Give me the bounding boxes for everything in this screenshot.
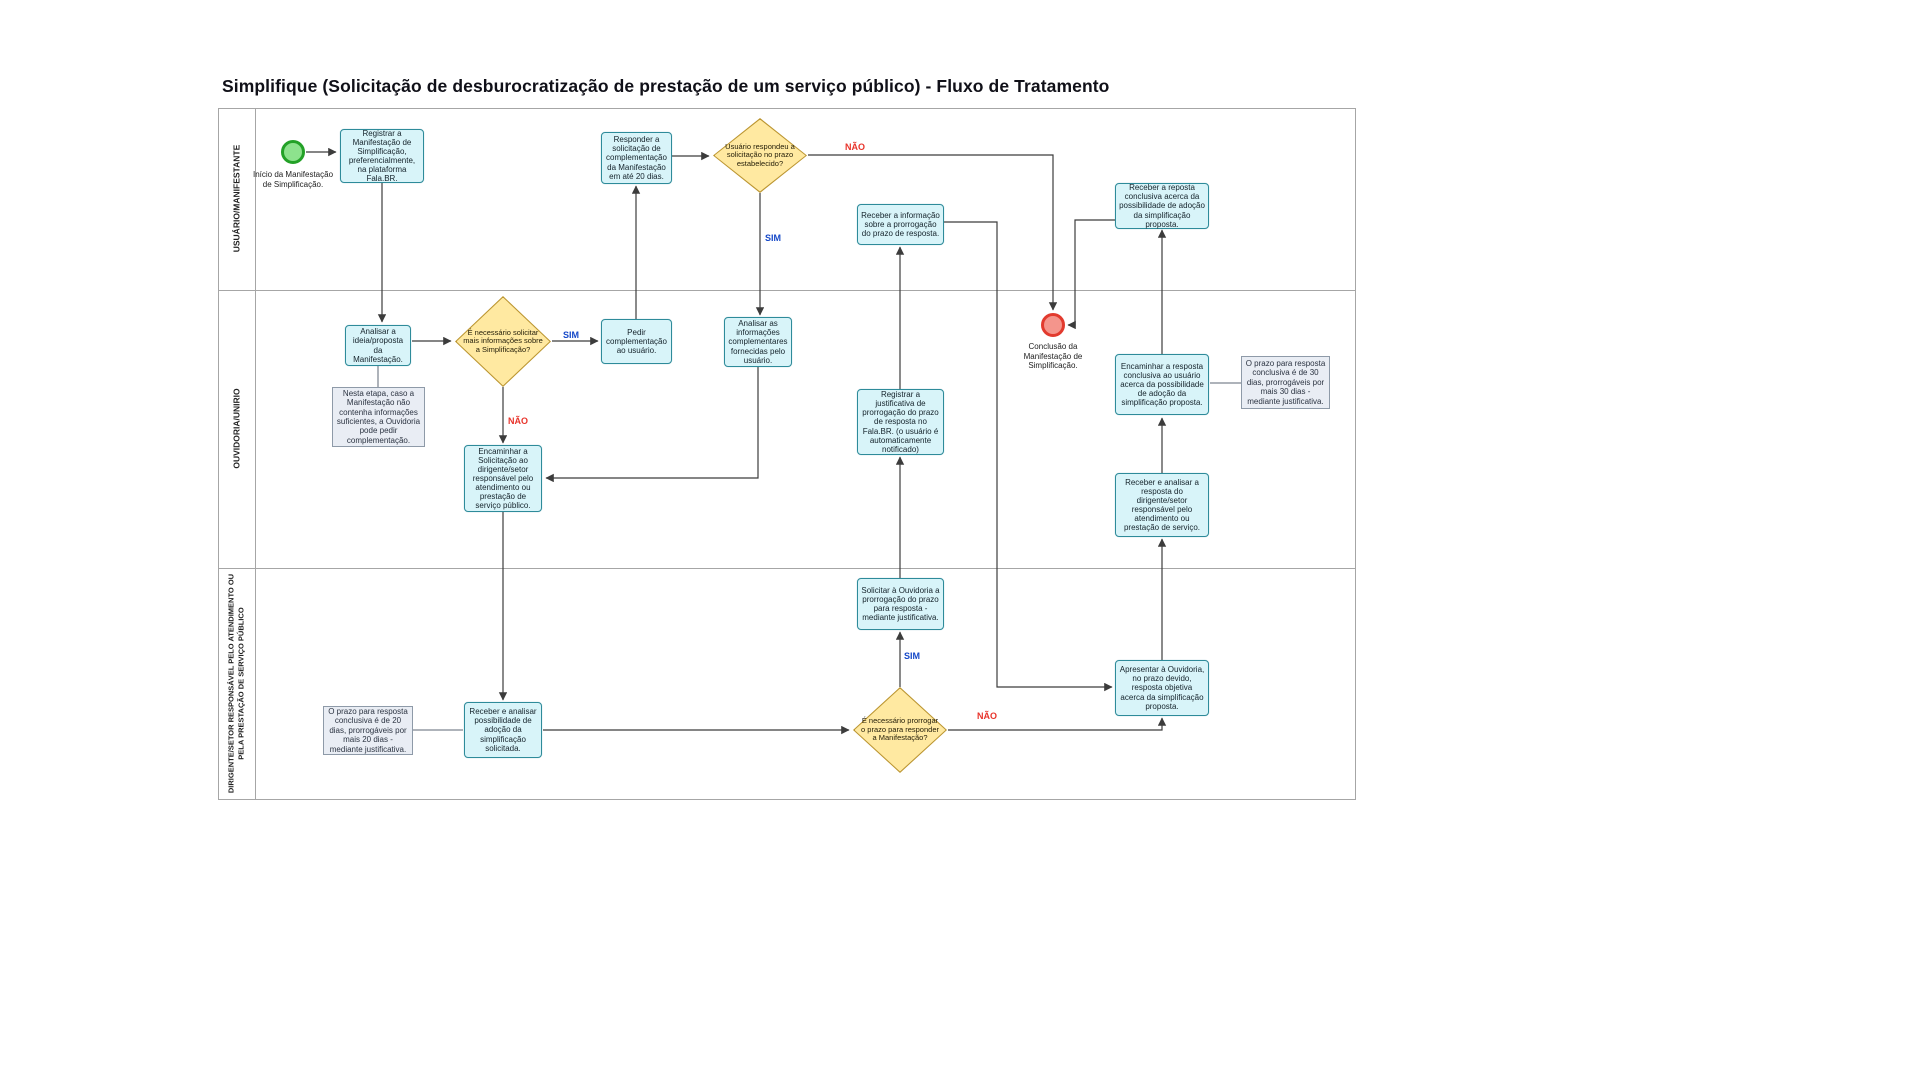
gateway-necessario-solicitar: É necessário solicitar mais informações … <box>455 296 551 387</box>
edge-analisar-compl-to-encaminhar <box>545 367 759 483</box>
edge-label-nao-solicitar: NÃO <box>508 416 528 426</box>
task-receber-reposta-conclusiva: Receber a reposta conclusiva acerca da p… <box>1115 183 1209 229</box>
task-pedir-complementacao: Pedir complementação ao usuário. <box>601 319 672 364</box>
lane-header-column <box>219 109 256 799</box>
diagram-title: Simplifique (Solicitação de desburocrati… <box>222 76 1110 96</box>
gateway-necessario-solicitar-label: É necessário solicitar mais informações … <box>463 327 543 354</box>
edge-label-sim-prorrogar: SIM <box>904 651 921 661</box>
note-nesta-etapa: Nesta etapa, caso a Manifestação não con… <box>332 387 425 447</box>
edge-gw-respondeu-nao-to-end <box>808 154 1058 311</box>
start-event-label: Início da Manifestação de Simplificação. <box>252 170 334 189</box>
task-responder-solicitacao: Responder a solicitação de complementaçã… <box>601 132 672 184</box>
edge-receber-reposta-to-end <box>1067 219 1115 330</box>
task-receber-analisar-possibilidade: Receber e analisar possibilidade de adoç… <box>464 702 542 758</box>
task-apresentar-ouvidoria: Apresentar à Ouvidoria, no prazo devido,… <box>1115 660 1209 716</box>
edge-gw-prorrogar-nao-to-apresentar <box>948 717 1167 731</box>
task-receber-informacao-prorrogacao: Receber a informação sobre a prorrogação… <box>857 204 944 245</box>
gateway-usuario-respondeu: Usuário respondeu a solicitação no prazo… <box>713 118 807 193</box>
task-analisar-informacoes: Analisar as informações complementares f… <box>724 317 792 367</box>
start-event <box>281 140 305 164</box>
edge-receber-info-to-apresentar <box>944 221 1113 692</box>
task-receber-analisar-resposta: Receber e analisar a resposta do dirigen… <box>1115 473 1209 537</box>
gateway-usuario-respondeu-label: Usuário respondeu a solicitação no prazo… <box>725 141 795 168</box>
gateway-necessario-prorrogar: É necessário prorrogar o prazo para resp… <box>853 687 947 773</box>
end-event <box>1041 313 1065 337</box>
edge-label-nao-prorrogar: NÃO <box>977 711 997 721</box>
edge-label-sim-respondeu: SIM <box>765 233 782 243</box>
task-encaminhar-resposta: Encaminhar a resposta conclusiva ao usuá… <box>1115 354 1209 415</box>
edge-label-nao-respondeu: NÃO <box>845 142 865 152</box>
note-prazo-30-dias: O prazo para resposta conclusiva é de 30… <box>1241 356 1330 409</box>
note-prazo-20-dias: O prazo para resposta conclusiva é de 20… <box>323 706 413 755</box>
end-event-label: Conclusão da Manifestação de Simplificaç… <box>1023 342 1083 371</box>
task-registrar-justificativa: Registrar a justificativa de prorrogação… <box>857 389 944 455</box>
lane-usuario <box>219 109 1355 291</box>
gateway-necessario-prorrogar-label: É necessário prorrogar o prazo para resp… <box>861 716 939 743</box>
lane-ouvidoria <box>219 291 1355 569</box>
task-encaminhar-solicitacao: Encaminhar a Solicitação ao dirigente/se… <box>464 445 542 512</box>
task-analisar-ideia: Analisar a ideia/proposta da Manifestaçã… <box>345 325 411 366</box>
task-solicitar-prorrogacao: Solicitar à Ouvidoria a prorrogação do p… <box>857 578 944 630</box>
edge-label-sim-solicitar: SIM <box>563 330 580 340</box>
task-registrar-manifestacao: Registrar a Manifestação de Simplificaçã… <box>340 129 424 183</box>
